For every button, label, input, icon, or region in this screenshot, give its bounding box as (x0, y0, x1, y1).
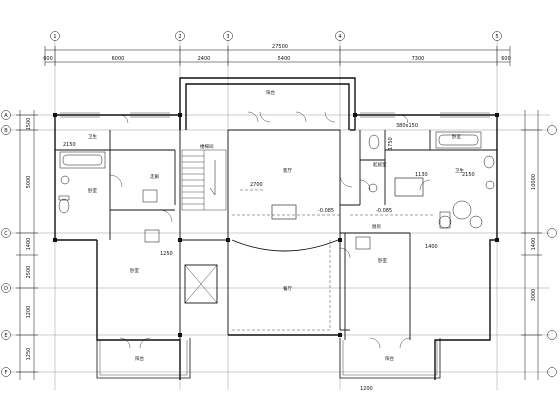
elevator-shaft (184, 264, 218, 304)
dim-seg1: 6000 (112, 56, 125, 62)
dim-seg3: 5400 (278, 56, 291, 62)
bedside-table-b (144, 229, 160, 243)
room-toilet-left: 卫生 (88, 133, 97, 140)
room-bedroom-right-top: 卧室 (452, 133, 461, 140)
columns (53, 113, 499, 337)
level-mark-2: -0.085 (376, 208, 392, 214)
axis-row-f: F (5, 370, 8, 376)
top-dimension-lines (44, 46, 511, 66)
bathtub-right (435, 131, 482, 149)
room-toilet-right: 卫生 (455, 167, 464, 174)
dim-seg4: 7300 (412, 56, 425, 62)
curved-wall-arc (231, 239, 339, 252)
axis-row-b: B (4, 128, 8, 134)
dashed-lines (232, 189, 435, 331)
left-dimension-lines (16, 110, 38, 380)
balcony-bottom-right (339, 337, 441, 379)
axis-row-c: C (4, 231, 8, 237)
dim-2150-b: 2150 (462, 172, 475, 178)
room-labels: 卫生 卧室 走廊 楼梯间 卧室 阳台 客厅 餐厅 起居室 卧室 卫生 厨房 卧室… (88, 89, 464, 362)
dim-left-small: 600 (43, 56, 53, 62)
axis-col-5: 5 (495, 34, 498, 40)
level-marks: -0.085 -0.085 (318, 208, 392, 214)
dim-1750: 1750 (388, 137, 394, 150)
level-mark-1: -0.085 (318, 208, 334, 214)
dim-left-f: 1250 (26, 348, 32, 361)
axis-col-4: 4 (338, 34, 341, 40)
dim-2700: 2700 (250, 182, 263, 188)
room-balcony-left-bottom: 阳台 (135, 355, 144, 362)
dining-table (271, 204, 297, 220)
balcony-bottom-left (96, 337, 191, 379)
dim-2150-a: 2150 (63, 142, 76, 148)
room-balcony-top: 阳台 (266, 89, 275, 96)
dim-380x150: 380x150 (396, 123, 418, 129)
interior-walls (55, 129, 497, 340)
row-grid-lines (10, 114, 550, 373)
room-bedroom-left-top: 卧室 (88, 187, 97, 194)
bottom-dimension-texts: 1200 (360, 386, 373, 392)
dim-right-small: 600 (501, 56, 511, 62)
dim-left-e: 1200 (26, 306, 32, 319)
dim-right-c: 3000 (531, 289, 537, 302)
dim-left-a: 1500 (26, 118, 32, 131)
bathtub-left (59, 151, 106, 169)
top-dimension-texts: 27500 600 6000 2400 5400 7300 600 (43, 44, 511, 62)
axis-col-2: 2 (178, 34, 181, 40)
dim-seg2: 2400 (198, 56, 211, 62)
dim-bottom-1: 1200 (360, 386, 373, 392)
dim-left-d: 2500 (26, 266, 32, 279)
right-dimension-texts: 10000 1400 3000 (531, 174, 537, 301)
dim-left-c: 1400 (26, 238, 32, 251)
dim-overall: 27500 (272, 44, 288, 50)
row-axis-bubbles-right (547, 125, 557, 377)
kitchen-counter (394, 177, 424, 197)
room-living: 客厅 (283, 167, 292, 174)
dim-right-a: 10000 (531, 174, 537, 190)
bedside-table-a (142, 189, 158, 203)
row-axis-bubbles-left (1, 110, 11, 377)
dim-right-b: 1400 (531, 238, 537, 251)
right-dimension-lines (521, 110, 542, 380)
left-dimension-texts: 1500 5000 1400 2500 1200 1250 (26, 118, 32, 361)
column-axis-bubbles (50, 31, 502, 41)
room-kitchen: 厨房 (372, 223, 381, 230)
windows-top (60, 112, 490, 118)
stair-treads (181, 149, 227, 211)
fixtures (58, 134, 495, 229)
room-balcony-right-bottom: 阳台 (385, 355, 394, 362)
exterior-walls (54, 77, 498, 380)
axis-labels: 1 2 3 4 5 A B C D E F (4, 34, 499, 376)
room-dining: 餐厅 (283, 285, 292, 292)
axis-col-1: 1 (53, 34, 56, 40)
room-corridor-left: 走廊 (150, 173, 159, 180)
dim-1400: 1400 (425, 244, 438, 250)
room-bedroom-left-low: 卧室 (130, 267, 139, 274)
room-stair: 楼梯间 (200, 143, 214, 150)
door-swings (109, 111, 431, 259)
interior-dimension-texts: 2150 2700 2150 1750 1400 1130 1250 380x1… (63, 123, 475, 257)
dim-1250: 1250 (160, 251, 173, 257)
bedside-table-c (355, 236, 371, 250)
dim-left-b: 5000 (26, 176, 32, 189)
axis-row-a: A (4, 113, 8, 119)
dim-1130: 1130 (415, 172, 428, 178)
axis-row-e: E (4, 333, 7, 339)
axis-col-3: 3 (226, 34, 229, 40)
room-bedroom-right-low: 卧室 (378, 257, 387, 264)
room-hall: 起居室 (373, 161, 387, 168)
axis-row-d: D (4, 286, 8, 292)
